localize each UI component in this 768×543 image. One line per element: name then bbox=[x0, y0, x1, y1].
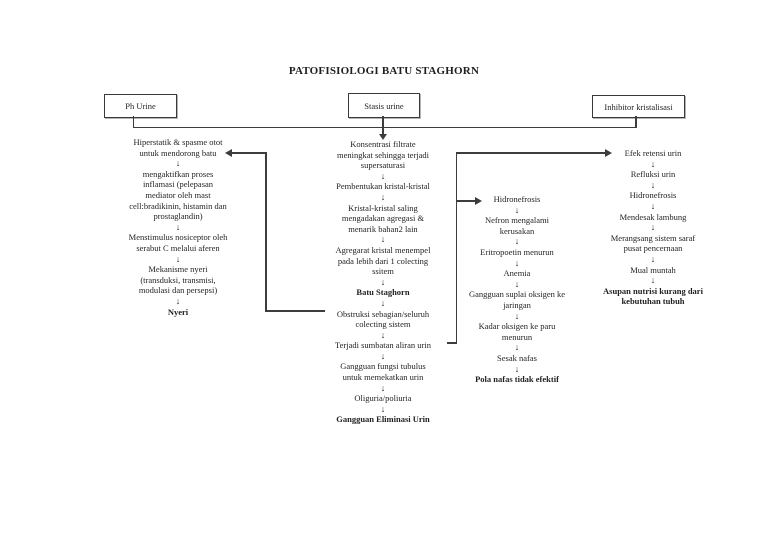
flow-column-left: Hiperstatik & spasme otot untuk mendoron… bbox=[93, 137, 263, 317]
arrow-down-icon: ↓ bbox=[175, 295, 181, 306]
arrow-down-icon: ↓ bbox=[380, 276, 386, 287]
arrow-down-icon: ↓ bbox=[175, 253, 181, 264]
flow-step-outcome-asupan-nutrisi: Asupan nutrisi kurang dari kebutuhan tub… bbox=[603, 285, 703, 307]
connector-stasis-down bbox=[382, 116, 384, 135]
box-ph-urine-label: Ph Urine bbox=[125, 101, 156, 111]
arrow-down-icon: ↓ bbox=[514, 204, 520, 215]
connector-hidronefrosis-branch bbox=[455, 200, 476, 202]
connector-loop-bottom bbox=[265, 310, 325, 312]
arrow-down-icon: ↓ bbox=[514, 257, 520, 268]
flow-step: Nefron mengalami kerusakan bbox=[485, 215, 549, 236]
connector-loop-vertical bbox=[265, 152, 267, 312]
arrow-down-icon: ↓ bbox=[514, 278, 520, 289]
connector-right-top bbox=[455, 152, 606, 154]
flow-column-mid-right: Hidronefrosis ↓ Nefron mengalami kerusak… bbox=[432, 194, 602, 385]
flow-step: Mual muntah bbox=[630, 264, 676, 275]
arrow-down-icon: ↓ bbox=[380, 329, 386, 340]
arrow-down-icon: ↓ bbox=[380, 350, 386, 361]
arrow-down-icon: ↓ bbox=[514, 310, 520, 321]
flow-step: Anemia bbox=[503, 268, 531, 279]
arrowhead-to-hiperstatik bbox=[225, 148, 232, 157]
flow-step: Pembentukan kristal-kristal bbox=[336, 181, 430, 192]
arrow-down-icon: ↓ bbox=[650, 179, 656, 190]
connector-loop-top bbox=[231, 152, 267, 154]
flow-step: Merangsang sistem saraf pusat pencernaan bbox=[610, 232, 696, 254]
arrow-down-icon: ↓ bbox=[380, 234, 386, 245]
flow-step: Hidronefrosis bbox=[629, 190, 677, 201]
flow-step: Eritropoetin menurun bbox=[480, 246, 554, 257]
connector-ph-stub bbox=[132, 116, 134, 128]
arrow-down-icon: ↓ bbox=[650, 253, 656, 264]
flow-step: Obstruksi sebagian/seluruh colecting sis… bbox=[336, 308, 430, 330]
flow-step: Refluksi urin bbox=[630, 169, 676, 180]
flow-step-outcome-nyeri: Nyeri bbox=[167, 306, 189, 317]
arrow-down-icon: ↓ bbox=[650, 222, 656, 233]
flow-step: Terjadi sumbatan aliran urin bbox=[335, 340, 431, 351]
arrow-down-icon: ↓ bbox=[380, 403, 386, 414]
connector-right-vertical bbox=[455, 152, 457, 344]
flow-step: Gangguan fungsi tubulus untuk memekatkan… bbox=[340, 361, 426, 383]
connector-top-horizontal bbox=[132, 126, 637, 128]
flow-column-center: Konsentrasi filtrate meningkat sehingga … bbox=[298, 139, 468, 425]
flow-step: Oliguria/poliuria bbox=[354, 393, 412, 404]
flow-step: Menstimulus nosiceptor oleh serabut C me… bbox=[128, 232, 228, 253]
arrow-down-icon: ↓ bbox=[380, 297, 386, 308]
box-ph-urine: Ph Urine bbox=[104, 94, 177, 118]
arrow-down-icon: ↓ bbox=[175, 158, 181, 169]
flow-step: Agregarat kristal menempel pada lebih da… bbox=[335, 244, 431, 277]
flow-step-outcome-eliminasi: Gangguan Eliminasi Urin bbox=[336, 414, 430, 425]
arrow-down-icon: ↓ bbox=[380, 170, 386, 181]
flow-step: Kristal-kristal saling mengadakan agrega… bbox=[341, 202, 425, 234]
arrow-down-icon: ↓ bbox=[650, 200, 656, 211]
flow-step-batu-staghorn: Batu Staghorn bbox=[356, 287, 410, 298]
arrow-down-icon: ↓ bbox=[514, 236, 520, 247]
arrow-down-icon: ↓ bbox=[650, 158, 656, 169]
page-title: PATOFISIOLOGI BATU STAGHORN bbox=[288, 65, 480, 77]
box-stasis-urine: Stasis urine bbox=[348, 93, 420, 118]
arrowhead-to-konsentrasi bbox=[379, 134, 388, 140]
connector-sumbatan-stub bbox=[447, 342, 457, 344]
flow-step: Gangguan suplai oksigen ke jaringan bbox=[468, 289, 566, 310]
arrow-down-icon: ↓ bbox=[650, 275, 656, 286]
flow-step: Mendesak lambung bbox=[619, 211, 687, 222]
box-inhibitor-kristalisasi: Inhibitor kristalisasi bbox=[592, 95, 685, 118]
flow-step-outcome-pola-nafas: Pola nafas tidak efektif bbox=[475, 374, 559, 385]
arrowhead-to-efek-retensi bbox=[605, 148, 612, 157]
arrow-down-icon: ↓ bbox=[380, 382, 386, 393]
box-stasis-urine-label: Stasis urine bbox=[364, 100, 404, 111]
box-inhibitor-kristalisasi-label: Inhibitor kristalisasi bbox=[604, 101, 673, 112]
arrow-down-icon: ↓ bbox=[380, 191, 386, 202]
flow-step: Efek retensi urin bbox=[624, 148, 682, 158]
arrow-down-icon: ↓ bbox=[514, 363, 520, 374]
flow-step: Hiperstatik & spasme otot untuk mendoron… bbox=[133, 137, 223, 158]
flow-step: Sesak nafas bbox=[497, 352, 537, 363]
flow-step: mengaktifkan proses inflamasi (pelepasan… bbox=[129, 168, 227, 222]
flow-step: Kadar oksigen ke paru menurun bbox=[478, 321, 556, 342]
connector-inhibitor-stub bbox=[635, 116, 637, 128]
flow-step: Mekanisme nyeri (transduksi, transmisi, … bbox=[138, 264, 218, 296]
flow-step: Konsentrasi filtrate meningkat sehingga … bbox=[336, 139, 430, 171]
arrow-down-icon: ↓ bbox=[514, 342, 520, 353]
flow-step: Hidronefrosis bbox=[493, 194, 541, 204]
arrow-down-icon: ↓ bbox=[175, 221, 181, 232]
arrowhead-to-hidronefrosis bbox=[475, 196, 482, 205]
flow-column-right: Efek retensi urin ↓ Refluksi urin ↓ Hidr… bbox=[568, 148, 738, 307]
